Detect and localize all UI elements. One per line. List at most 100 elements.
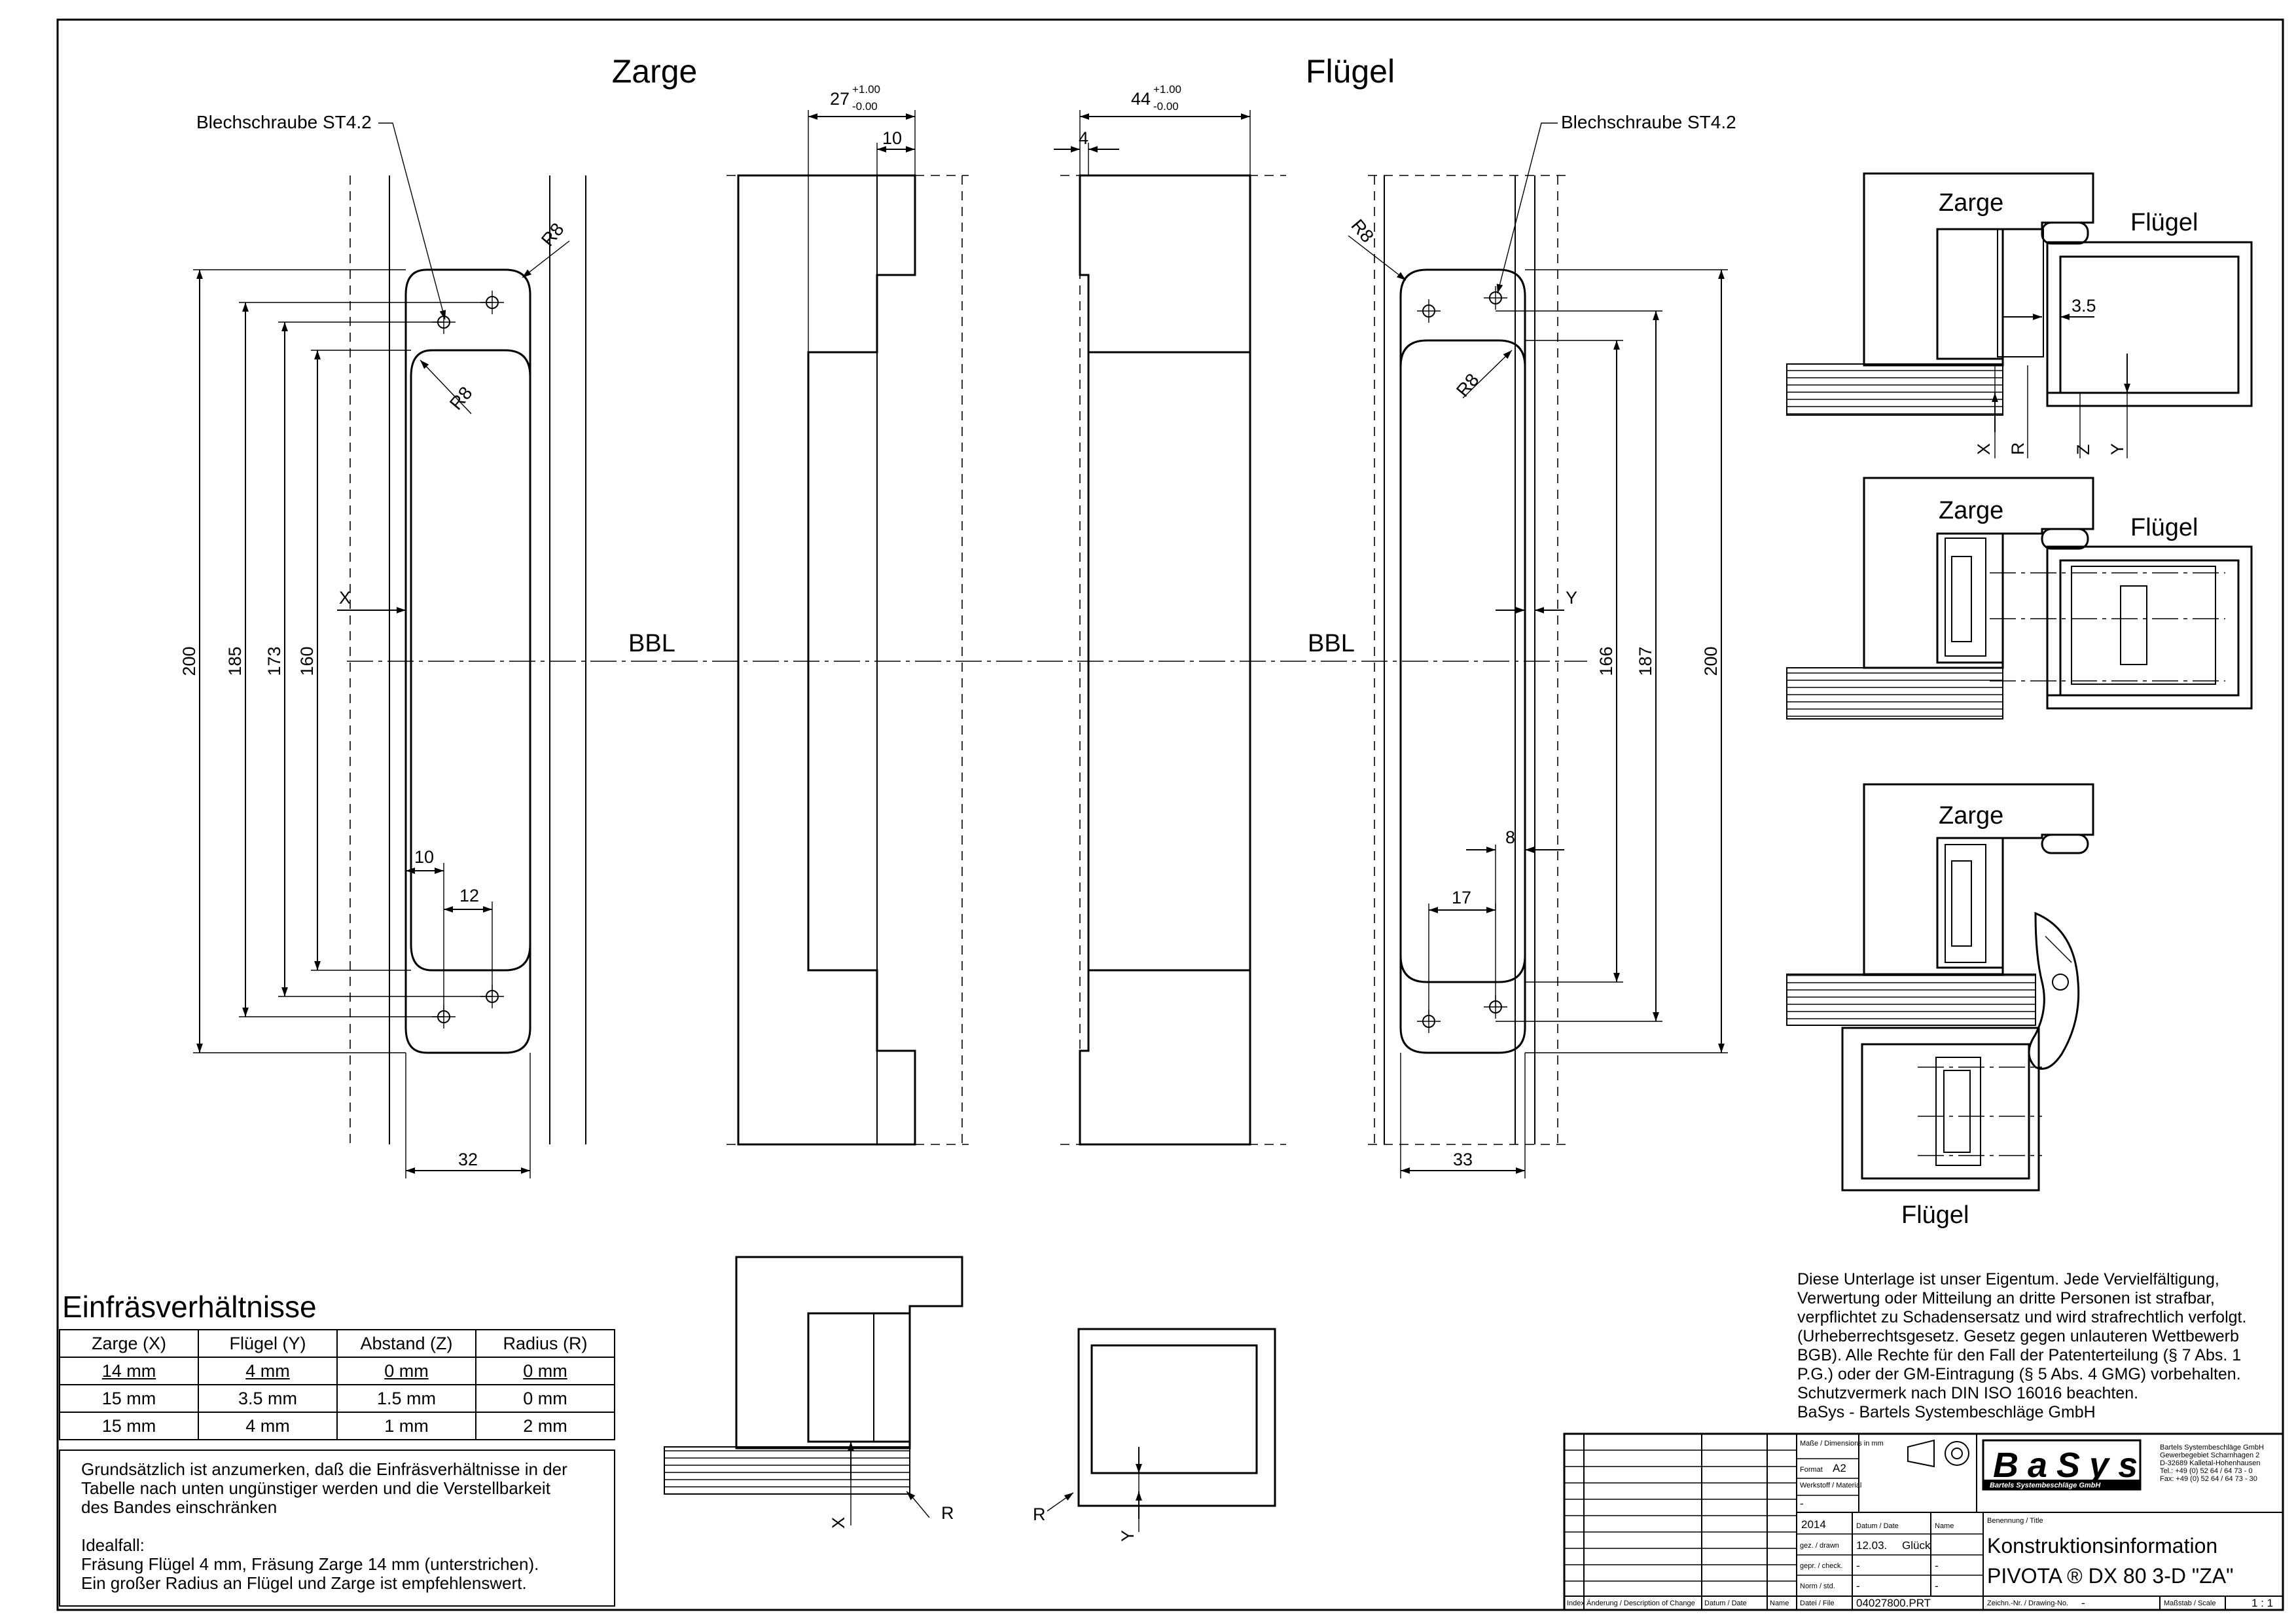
fluegel-section-material-bottom <box>1079 969 1251 1146</box>
tb-name-label: Name <box>1935 1522 1954 1530</box>
tb-format: A2 <box>1833 1462 1846 1474</box>
zarge-milling-material <box>735 1256 963 1450</box>
fluegel-milling-label-r: R <box>1033 1504 1046 1524</box>
copyright-line: BaSys - Bartels Systembeschläge GmbH <box>1797 1403 2096 1421</box>
detail3-label-fluegel: Flügel <box>1901 1201 1969 1229</box>
bbl-label-zarge: BBL <box>628 630 675 657</box>
note-line: Ein großer Radius an Flügel und Zarge is… <box>81 1573 527 1593</box>
dim-zarge-pocket-inner: 160 <box>297 646 317 676</box>
dim-zarge-depth: 27 <box>830 89 850 109</box>
tb-company-3: D-32689 Kalletal-Hohenhausen <box>2160 1459 2261 1467</box>
fluegel-milling-material <box>1077 1328 1276 1507</box>
tb-label-rev-date: Datum / Date <box>1704 1599 1747 1607</box>
copyright-line: Verwertung oder Mitteilung an dritte Per… <box>1797 1289 2215 1307</box>
copyright-line: Schutzvermerk nach DIN ISO 16016 beachte… <box>1797 1384 2139 1402</box>
table-cell: 0 mm <box>475 1384 615 1413</box>
callout-fluegel-radius-inner: R8 <box>1452 370 1483 401</box>
projection-symbol <box>1907 1439 1935 1468</box>
zarge-plate-outline <box>404 268 531 1054</box>
dim-zarge-hole-span: 185 <box>225 646 245 676</box>
heading-zarge: Zarge <box>612 53 698 90</box>
tb-scale-label: Maßstab / Scale <box>2164 1599 2215 1607</box>
detail1-label-z: Z <box>2073 445 2093 456</box>
table-cell: 4 mm <box>198 1412 338 1440</box>
callout-fluegel-screw: Blechschraube ST4.2 <box>1561 112 1736 132</box>
detail2-label-zarge: Zarge <box>1939 497 2003 524</box>
copyright-line: Diese Unterlage ist unser Eigentum. Jede… <box>1797 1270 2219 1288</box>
detail2-label-fluegel: Flügel <box>2130 514 2198 541</box>
fluegel-plate-outline <box>1399 268 1526 1054</box>
dim-fluegel-depth: 44 <box>1131 89 1151 109</box>
tb-title-label: Benennung / Title <box>1987 1517 2043 1525</box>
dim-fluegel-hole-span: 187 <box>1636 646 1655 676</box>
table-cell: 0 mm <box>336 1357 476 1385</box>
copyright-line: (Urheberrechtsgesetz. Gesetz gegen unlau… <box>1797 1327 2239 1345</box>
tb-file: 04027800.PRT <box>1856 1597 1931 1609</box>
heading-fluegel: Flügel <box>1306 53 1395 90</box>
table-header-row: Zarge (X) Flügel (Y) Abstand (Z) Radius … <box>59 1329 615 1358</box>
detail1-label-y: Y <box>2108 443 2127 455</box>
fluegel-section-material-top <box>1079 174 1251 354</box>
dim-zarge-hole-spacing: 12 <box>459 886 479 905</box>
table-header-cell: Abstand (Z) <box>336 1329 476 1358</box>
tb-norm-label: Norm / std. <box>1800 1582 1835 1590</box>
detail-view-2: Zarge Flügel <box>1786 477 2253 720</box>
copyright-line: verpflichtet zu Schadensersatz und wird … <box>1797 1308 2247 1326</box>
tb-company-1: Bartels Systembeschläge GmbH <box>2160 1444 2264 1451</box>
tb-drawn-name: Glück <box>1902 1539 1931 1552</box>
table-cell: 14 mm <box>59 1357 199 1385</box>
dim-fluegel-depth-tol-plus: +1.00 <box>1153 83 1181 96</box>
fluegel-milling-label-y: Y <box>1118 1530 1138 1542</box>
zarge-plate-view: 200 185 173 160 X 10 12 32 Blechschraube… <box>179 112 586 1178</box>
tb-company-5: Fax: +49 (0) 52 64 / 64 73 - 30 <box>2160 1475 2257 1483</box>
dim-fluegel-hole-spacing: 17 <box>1452 888 1471 907</box>
table-cell: 15 mm <box>59 1412 199 1440</box>
basys-logo-sub: Bartels Systembeschläge GmbH <box>1990 1482 2101 1489</box>
zarge-pocket-outline <box>410 349 531 972</box>
note-line: Grundsätzlich ist anzumerken, daß die Ei… <box>81 1459 567 1479</box>
tb-checked-name: - <box>1935 1559 1939 1572</box>
table-cell: 3.5 mm <box>198 1384 338 1413</box>
tb-company-2: Gewerbegebiet Scharnhagen 2 <box>2160 1451 2259 1459</box>
tb-format-label: Format <box>1800 1466 1823 1474</box>
dim-fluegel-lip: 4 <box>1079 128 1088 148</box>
detail1-wall-strata <box>1787 364 2003 415</box>
tb-norm-date: - <box>1856 1580 1860 1592</box>
table-row: 14 mm 4 mm 0 mm 0 mm <box>59 1357 615 1385</box>
table-row: 15 mm 4 mm 1 mm 2 mm <box>59 1412 615 1440</box>
callout-zarge-radius-inner: R8 <box>446 383 476 414</box>
detail1-label-zarge: Zarge <box>1939 189 2003 217</box>
table-row: 15 mm 3.5 mm 1.5 mm 0 mm <box>59 1384 615 1413</box>
table-header-cell: Flügel (Y) <box>198 1329 338 1358</box>
tb-dims-label: Maße / Dimensions in mm <box>1800 1440 1884 1448</box>
tb-label-index: Index <box>1567 1599 1585 1607</box>
tb-date-label: Datum / Date <box>1856 1522 1899 1530</box>
detail1-label-fluegel: Flügel <box>2130 209 2198 236</box>
callout-zarge-x: X <box>339 588 351 608</box>
table-cell: 1 mm <box>336 1412 476 1440</box>
zarge-milling-label-r: R <box>941 1503 954 1523</box>
tb-norm-name: - <box>1935 1580 1939 1592</box>
fluegel-section-view: 44 +1.00 -0.00 4 <box>1054 83 1286 1146</box>
table-cell: 15 mm <box>59 1384 199 1413</box>
notes-box: Grundsätzlich ist anzumerken, daß die Ei… <box>59 1450 615 1607</box>
callout-fluegel-y: Y <box>1566 588 1577 608</box>
tb-label-rev-name: Name <box>1770 1599 1789 1607</box>
table-cell: 1.5 mm <box>336 1384 476 1413</box>
fluegel-milling-section: Y R <box>1033 1328 1276 1542</box>
note-ideal-heading: Idealfall: <box>81 1535 145 1555</box>
copyright-line: P.G.) oder der GM-Eintragung (§ 5 Abs. 4… <box>1797 1365 2241 1383</box>
detail3-hinge-arm <box>2028 911 2080 1070</box>
zarge-milling-wall-strata <box>664 1447 910 1494</box>
fluegel-plate-view: 166 187 200 Y 8 17 33 Blechschraube ST4.… <box>1347 112 1736 1178</box>
callout-fluegel-radius-outer: R8 <box>1347 215 1378 246</box>
copyright-line: BGB). Alle Rechte für den Fall der Paten… <box>1797 1346 2242 1364</box>
note-line: des Bandes einschränken <box>81 1497 278 1517</box>
tb-material-label: Werkstoff / Material <box>1800 1482 1861 1489</box>
zarge-section-view: 27 +1.00 -0.00 10 <box>726 83 969 1146</box>
tb-year: 2014 <box>1801 1518 1826 1531</box>
detail3-label-zarge: Zarge <box>1939 802 2003 830</box>
title-block: Index Änderung / Description of Change D… <box>1563 1432 2284 1611</box>
dim-fluegel-hole-offset: 8 <box>1505 828 1515 847</box>
tb-drawing-no-label: Zeichn.-Nr. / Drawing-No. <box>1987 1599 2068 1607</box>
